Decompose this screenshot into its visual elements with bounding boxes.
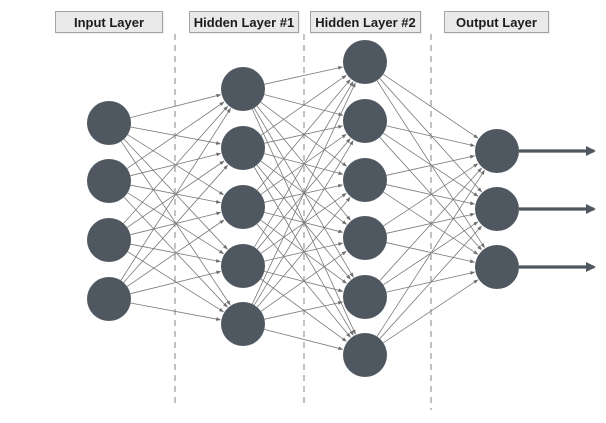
connection-input-2-to-hidden1-1 (126, 101, 225, 169)
neuron-hidden2-5 (343, 275, 387, 319)
neuron-hidden2-3 (343, 158, 387, 202)
connection-hidden1-2-to-hidden2-1 (260, 74, 347, 136)
connection-hidden2-2-to-output-3 (379, 137, 482, 251)
connection-hidden2-6-to-output-1 (376, 169, 485, 337)
neuron-hidden2-2 (343, 99, 387, 143)
neuron-hidden1-4 (221, 244, 265, 288)
neurons (87, 40, 519, 377)
connection-hidden1-3-to-hidden2-6 (256, 223, 351, 338)
connection-hidden2-6-to-output-2 (379, 225, 482, 339)
connection-input-1-to-hidden1-1 (130, 93, 222, 118)
connection-input-3-to-hidden1-1 (123, 105, 229, 224)
connection-hidden2-4-to-output-2 (386, 212, 475, 234)
connection-hidden2-4-to-output-3 (386, 242, 475, 264)
neuron-hidden1-5 (221, 302, 265, 346)
connection-hidden2-2-to-output-1 (386, 125, 476, 147)
neuron-hidden2-6 (343, 333, 387, 377)
connection-hidden1-5-to-hidden2-6 (264, 329, 344, 351)
connection-hidden1-5-to-hidden2-5 (264, 301, 343, 320)
connection-hidden2-1-to-output-2 (379, 78, 482, 193)
connection-hidden1-5-to-hidden2-2 (253, 140, 354, 306)
connection-hidden1-3-to-hidden2-4 (264, 212, 344, 234)
connection-hidden2-3-to-output-1 (386, 154, 475, 176)
neuron-hidden1-3 (221, 185, 265, 229)
output-layer-label: Output Layer (444, 11, 549, 33)
connection-hidden2-1-to-output-1 (382, 73, 479, 139)
input-layer-label: Input Layer (55, 11, 163, 33)
connection-hidden1-1-to-hidden2-6 (251, 108, 356, 335)
connection-hidden1-5-to-hidden2-4 (260, 250, 347, 312)
connection-hidden2-5-to-output-1 (379, 167, 482, 281)
hidden-layer-1-label: Hidden Layer #1 (189, 11, 299, 33)
neuron-hidden1-2 (221, 126, 265, 170)
connection-hidden2-2-to-output-2 (383, 132, 479, 197)
connection-hidden1-3-to-hidden2-1 (256, 79, 351, 191)
neuron-input-4 (87, 277, 131, 321)
connection-hidden2-1-to-output-3 (376, 80, 485, 249)
connection-input-4-to-hidden1-2 (123, 164, 229, 283)
connection-input-3-to-hidden1-5 (127, 251, 224, 313)
connection-input-4-to-hidden1-4 (130, 270, 222, 295)
neuron-hidden1-1 (221, 67, 265, 111)
neuron-input-1 (87, 101, 131, 145)
connection-input-4-to-hidden1-3 (126, 219, 225, 287)
connection-hidden2-4-to-output-1 (383, 163, 479, 227)
neuron-input-3 (87, 218, 131, 262)
neuron-hidden2-1 (343, 40, 387, 84)
layer-dividers (174, 34, 432, 410)
connection-input-4-to-hidden1-1 (120, 107, 231, 281)
connection-hidden1-2-to-hidden2-6 (253, 166, 354, 336)
neuron-output-3 (475, 245, 519, 289)
hidden-layer-2-label: Hidden Layer #2 (310, 11, 421, 33)
connection-input-4-to-hidden1-5 (130, 302, 221, 321)
connection-input-2-to-hidden1-5 (123, 196, 228, 308)
connection-hidden2-6-to-output-3 (383, 279, 479, 344)
neuron-output-2 (475, 187, 519, 231)
output-arrows (519, 145, 597, 273)
connection-hidden1-4-to-hidden2-1 (253, 81, 354, 248)
connection-hidden1-5-to-hidden2-1 (251, 82, 356, 305)
connection-hidden1-1-to-hidden2-1 (264, 66, 343, 85)
neuron-hidden2-4 (343, 216, 387, 260)
connection-hidden1-5-to-hidden2-3 (256, 197, 351, 308)
neuron-output-1 (475, 129, 519, 173)
connection-hidden1-2-to-hidden2-4 (260, 160, 347, 225)
neuron-input-2 (87, 159, 131, 203)
connections (120, 66, 485, 351)
